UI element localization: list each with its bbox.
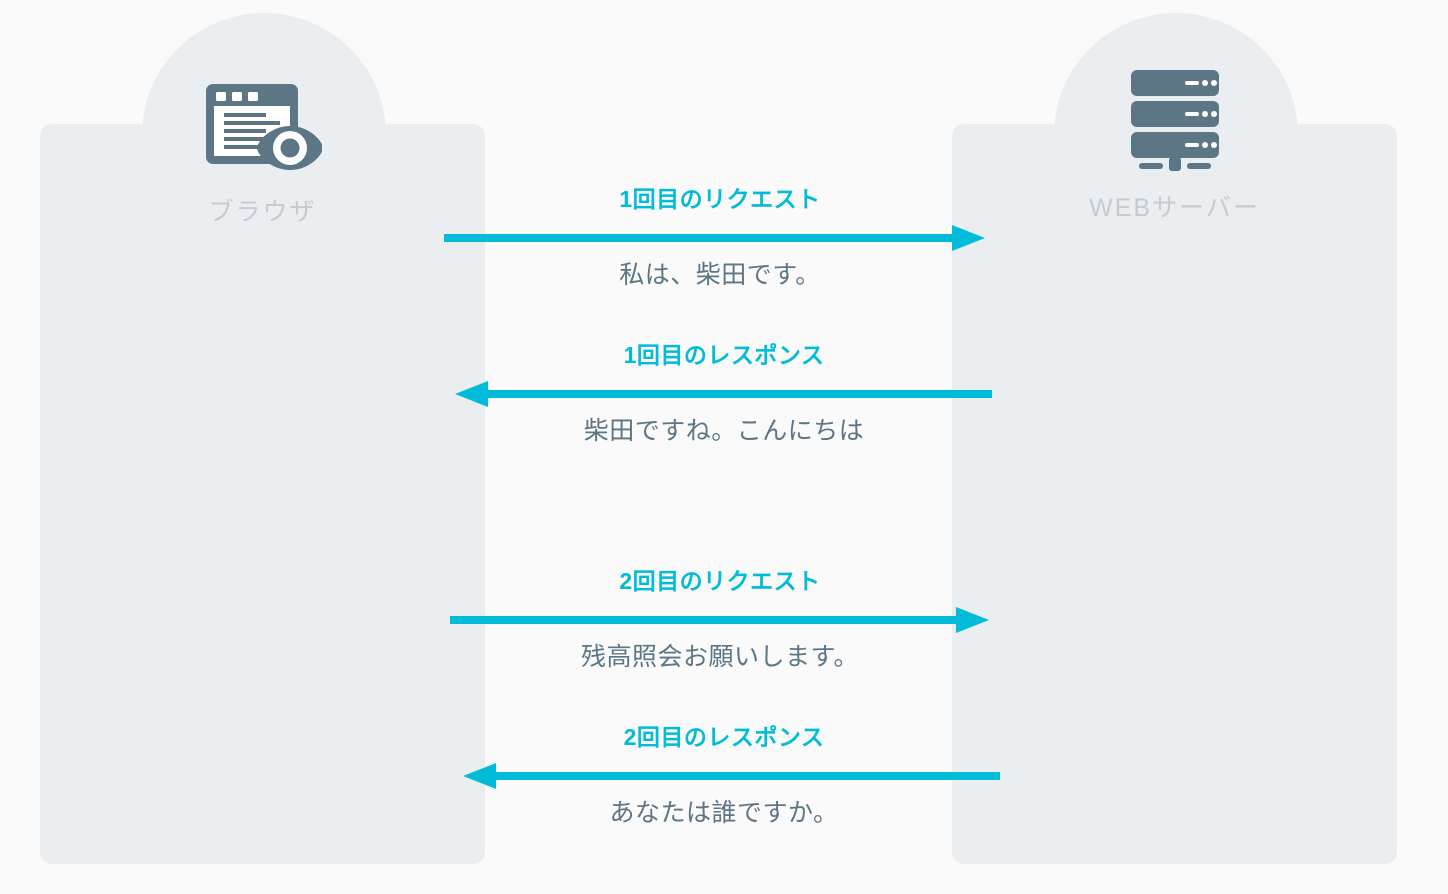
message-title: 1回目のリクエスト: [619, 186, 821, 212]
browser-window-eye-icon: [205, 84, 322, 170]
message-body: 柴田ですね。こんにちは: [583, 417, 865, 445]
server-rack-icon: [1130, 70, 1219, 171]
arrow-right-icon: [450, 607, 989, 633]
browser-icon-wrap: [40, 80, 485, 176]
node-server: WEBサーバー: [952, 0, 1397, 864]
message-response-2: 2回目のレスポンス あなたは誰ですか。: [440, 726, 1000, 826]
browser-node-background-shape: [40, 13, 485, 864]
arrow-left-icon: [463, 763, 1000, 789]
message-body: あなたは誰ですか。: [609, 799, 839, 827]
node-server-label: WEBサーバー: [1089, 194, 1260, 222]
message-title: 2回目のレスポンス: [623, 724, 825, 750]
server-node-background-shape: [952, 13, 1397, 864]
message-request-1: 1回目のリクエスト 私は、柴田です。: [440, 188, 1000, 288]
node-browser-label: ブラウザ: [208, 198, 317, 226]
node-browser: ブラウザ: [40, 0, 485, 864]
message-response-1: 1回目のレスポンス 柴田ですね。こんにちは: [440, 344, 1000, 444]
message-request-2: 2回目のリクエスト 残高照会お願いします。: [440, 570, 1000, 670]
arrow-left-icon: [455, 381, 992, 407]
message-body: 残高照会お願いします。: [580, 643, 859, 671]
server-icon-wrap: [952, 68, 1397, 172]
message-body: 私は、柴田です。: [619, 261, 821, 289]
message-title: 2回目のリクエスト: [619, 568, 821, 594]
arrow-right-icon: [444, 225, 985, 251]
message-title: 1回目のレスポンス: [623, 342, 825, 368]
